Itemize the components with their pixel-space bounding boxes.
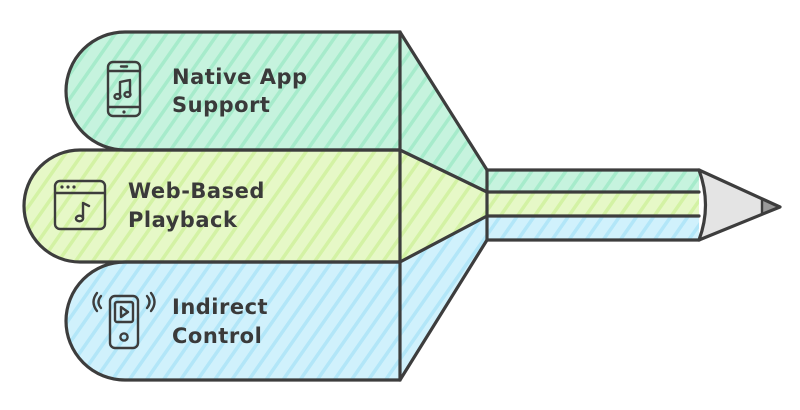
- smartphone-music-icon: [106, 60, 142, 118]
- outline-group: [22, 30, 782, 382]
- pencil-tip: [699, 170, 780, 240]
- section-body-native: [66, 32, 400, 150]
- section-body-web: [24, 150, 400, 262]
- wedge-bottom: [400, 216, 487, 380]
- wedge-middle: [400, 150, 487, 262]
- remote-player-icon: [92, 291, 156, 350]
- label-web-line2: Playback: [128, 208, 238, 232]
- label-indirect-line2: Control: [172, 324, 262, 348]
- label-web-line1: Web-Based: [128, 179, 265, 203]
- label-native-line2: Support: [172, 93, 270, 117]
- browser-music-icon: [53, 179, 107, 231]
- shaft-stripe-top: [487, 170, 699, 192]
- pencil-lead: [762, 200, 780, 214]
- shaft-stripe-middle: [487, 192, 699, 216]
- label-indirect-line1: Indirect: [172, 295, 268, 319]
- section-body-indirect: [66, 262, 400, 380]
- label-native-line1: Native App: [172, 65, 308, 89]
- wedge-top: [400, 32, 487, 192]
- shaft-stripe-bottom: [487, 216, 699, 240]
